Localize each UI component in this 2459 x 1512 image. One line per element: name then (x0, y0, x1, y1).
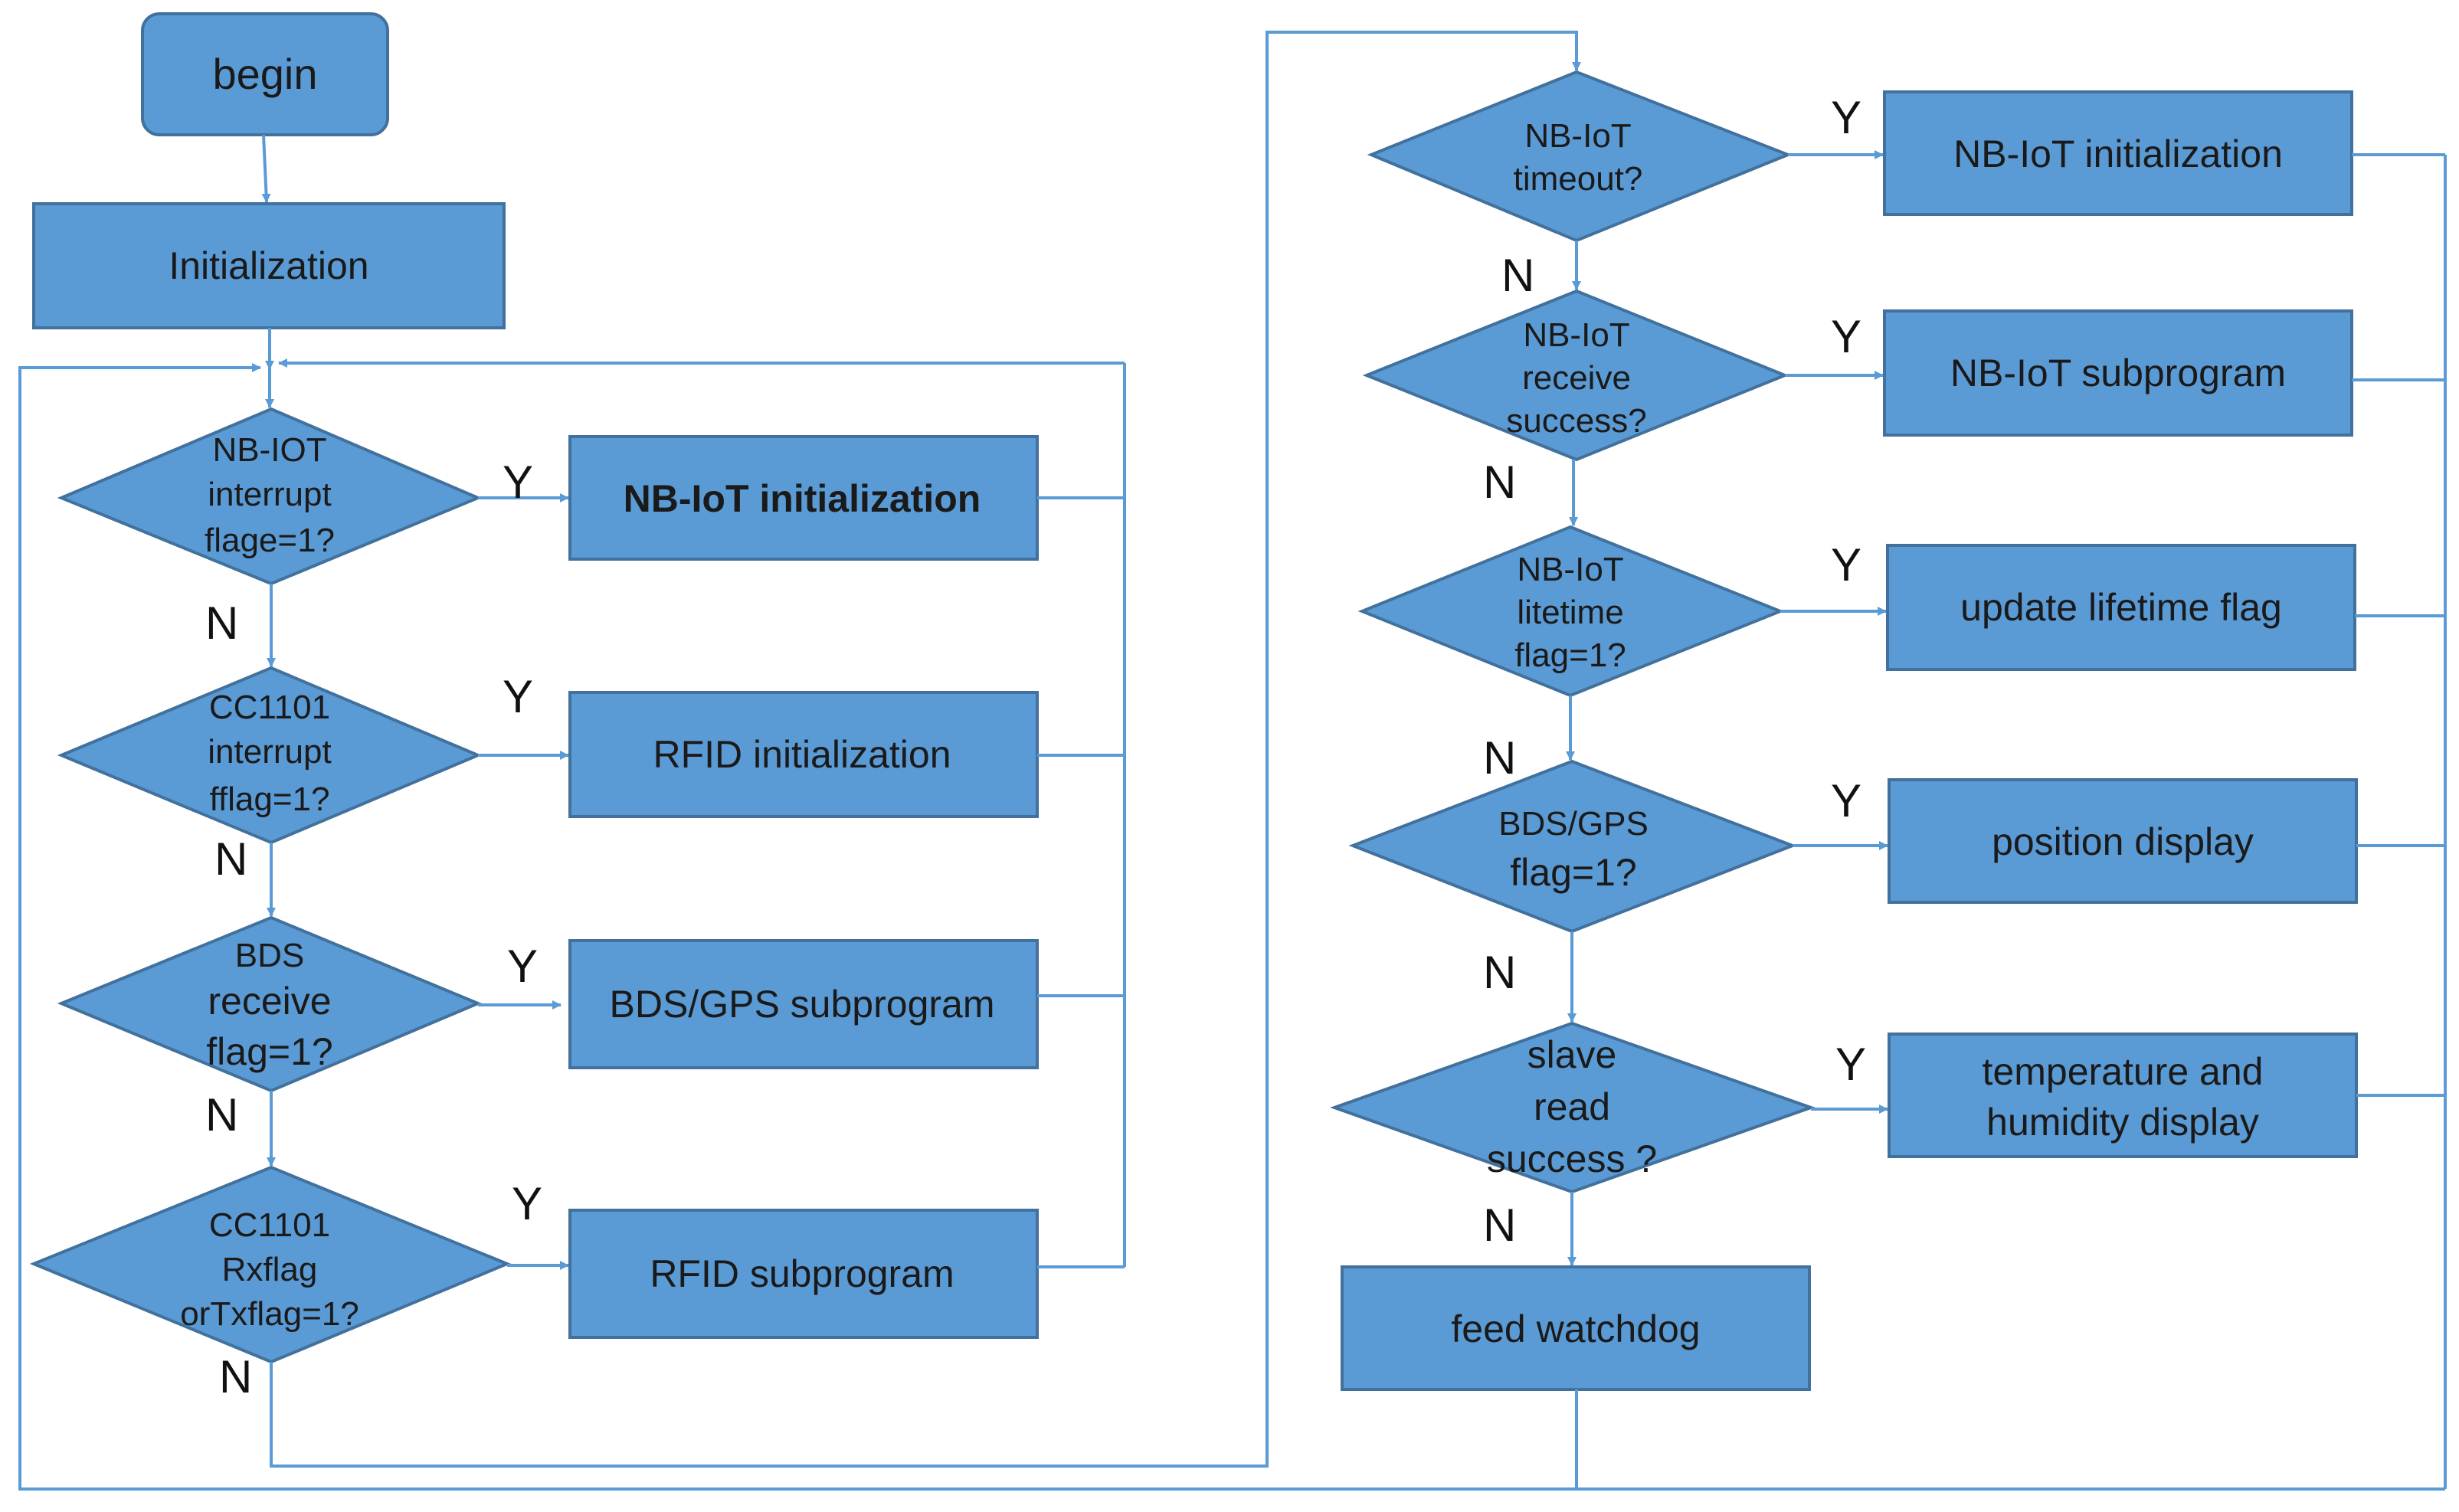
svg-text:litetime: litetime (1517, 594, 1623, 631)
process-rfid-initialization: RFID initialization (568, 691, 1039, 818)
decision-nbiot-interrupt: NB-IOT interrupt flage=1? (57, 407, 483, 586)
svg-text:BDS: BDS (235, 937, 304, 974)
no-label: N (214, 833, 247, 885)
process-initialization-label: Initialization (169, 244, 368, 287)
svg-text:humidity display: humidity display (1986, 1101, 2259, 1144)
decision-slave-read: slave read success ? (1330, 1021, 1816, 1194)
decision-nbiot-timeout: NB-IoT timeout? (1367, 70, 1793, 243)
svg-text:CC1101: CC1101 (209, 1206, 330, 1244)
svg-text:position display: position display (1992, 820, 2254, 863)
process-nbiot-initialization-right: NB-IoT initialization (1883, 90, 2353, 216)
decision-bds-receive: BDS receive flag=1? (57, 915, 483, 1093)
start-node-label: begin (212, 50, 317, 98)
no-label: N (1501, 250, 1534, 301)
decision-cc1101-interrupt: CC1101 interrupt fflag=1? (57, 666, 483, 845)
process-bds-gps-subprogram: BDS/GPS subprogram (568, 939, 1039, 1069)
process-position-display: position display (1888, 778, 2358, 904)
svg-text:read: read (1534, 1085, 1610, 1128)
no-label: N (1483, 457, 1516, 508)
yes-label: Y (503, 457, 533, 508)
decision-bds-gps-flag: BDS/GPS flag=1? (1348, 759, 1797, 934)
svg-text:timeout?: timeout? (1514, 160, 1643, 198)
no-label: N (1483, 1199, 1516, 1251)
svg-text:temperature and: temperature and (1983, 1050, 2264, 1093)
svg-text:RFID subprogram: RFID subprogram (650, 1252, 954, 1295)
process-update-lifetime-flag: update lifetime flag (1886, 544, 2356, 671)
svg-text:NB-IoT: NB-IoT (1517, 551, 1623, 588)
process-initialization: Initialization (32, 202, 506, 329)
yes-label: Y (1831, 92, 1861, 143)
svg-text:slave: slave (1527, 1033, 1617, 1076)
svg-text:interrupt: interrupt (208, 476, 331, 513)
process-nbiot-subprogram: NB-IoT subprogram (1883, 309, 2353, 437)
yes-label: Y (1831, 539, 1861, 591)
connectors (18, 31, 2447, 1491)
svg-text:receive: receive (208, 980, 331, 1023)
no-label: N (1483, 947, 1516, 998)
svg-text:NB-IoT subprogram: NB-IoT subprogram (1950, 352, 2286, 394)
yes-label: Y (1831, 775, 1861, 826)
svg-text:NB-IoT: NB-IoT (1524, 117, 1631, 155)
svg-text:CC1101: CC1101 (209, 689, 330, 726)
no-label: N (205, 1089, 238, 1141)
process-rfid-subprogram: RFID subprogram (568, 1209, 1039, 1339)
process-temperature-humidity-display: temperature and humidity display (1888, 1033, 2358, 1158)
svg-text:flag=1?: flag=1? (206, 1030, 332, 1073)
svg-text:interrupt: interrupt (208, 733, 331, 771)
svg-text:flage=1?: flage=1? (205, 522, 335, 559)
svg-text:NB-IoT initialization: NB-IoT initialization (1953, 133, 2283, 175)
process-nbiot-initialization-left: NB-IoT initialization (568, 435, 1039, 561)
yes-label: Y (1835, 1039, 1866, 1090)
decision-nbiot-lifetime: NB-IoT litetime flag=1? (1357, 525, 1785, 698)
svg-text:update lifetime flag: update lifetime flag (1960, 586, 2282, 629)
svg-text:flag=1?: flag=1? (1510, 851, 1636, 894)
svg-text:Rxflag: Rxflag (222, 1251, 318, 1288)
svg-text:BDS/GPS subprogram: BDS/GPS subprogram (610, 983, 995, 1026)
svg-text:NB-IOT: NB-IOT (212, 431, 326, 469)
yes-label: Y (503, 671, 533, 722)
yes-label: Y (512, 1178, 542, 1229)
svg-text:success ?: success ? (1487, 1137, 1657, 1180)
svg-text:orTxflag=1?: orTxflag=1? (180, 1295, 359, 1333)
decision-cc1101-rxtx: CC1101 Rxflag orTxflag=1? (29, 1165, 512, 1364)
no-label: N (219, 1351, 252, 1402)
yes-label: Y (507, 941, 538, 992)
svg-text:fflag=1?: fflag=1? (209, 781, 329, 818)
start-node: begin (141, 12, 389, 136)
svg-text:feed watchdog: feed watchdog (1451, 1307, 1700, 1350)
svg-text:BDS/GPS: BDS/GPS (1498, 805, 1649, 843)
yes-label: Y (1831, 311, 1861, 362)
svg-text:flag=1?: flag=1? (1514, 637, 1626, 674)
svg-text:receive: receive (1522, 359, 1631, 397)
svg-text:RFID initialization: RFID initialization (653, 733, 951, 776)
no-label: N (1483, 732, 1516, 784)
no-label: N (205, 597, 238, 649)
svg-text:NB-IoT: NB-IoT (1523, 316, 1629, 354)
svg-text:success?: success? (1506, 402, 1646, 440)
process-feed-watchdog: feed watchdog (1341, 1265, 1811, 1391)
branch-labels: Y Y Y Y N N N N Y Y Y Y Y N N N N N (205, 92, 1866, 1402)
process-nbiot-initialization-left-label: NB-IoT initialization (624, 477, 981, 520)
decision-nbiot-receive: NB-IoT receive success? (1362, 289, 1789, 462)
